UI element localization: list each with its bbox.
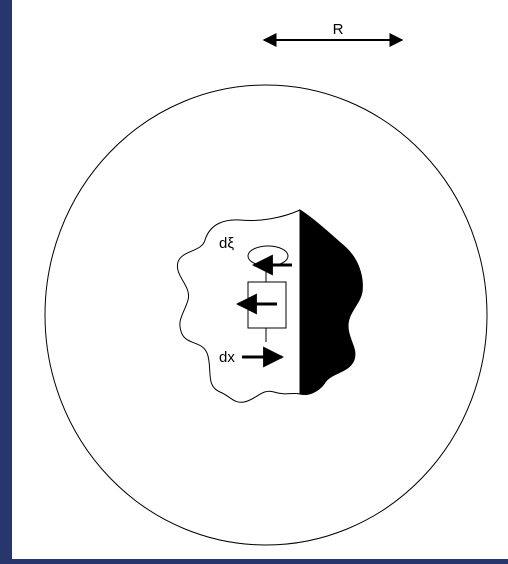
rotation-loop <box>248 246 288 266</box>
diagram-canvas: R dξ dx <box>12 0 508 559</box>
radius-label: R <box>333 21 344 38</box>
diagram-svg: R dξ dx <box>12 0 508 559</box>
solid-boundary-region <box>300 210 362 395</box>
rotation-label: dξ <box>219 235 234 252</box>
displacement-label: dx <box>219 349 235 366</box>
